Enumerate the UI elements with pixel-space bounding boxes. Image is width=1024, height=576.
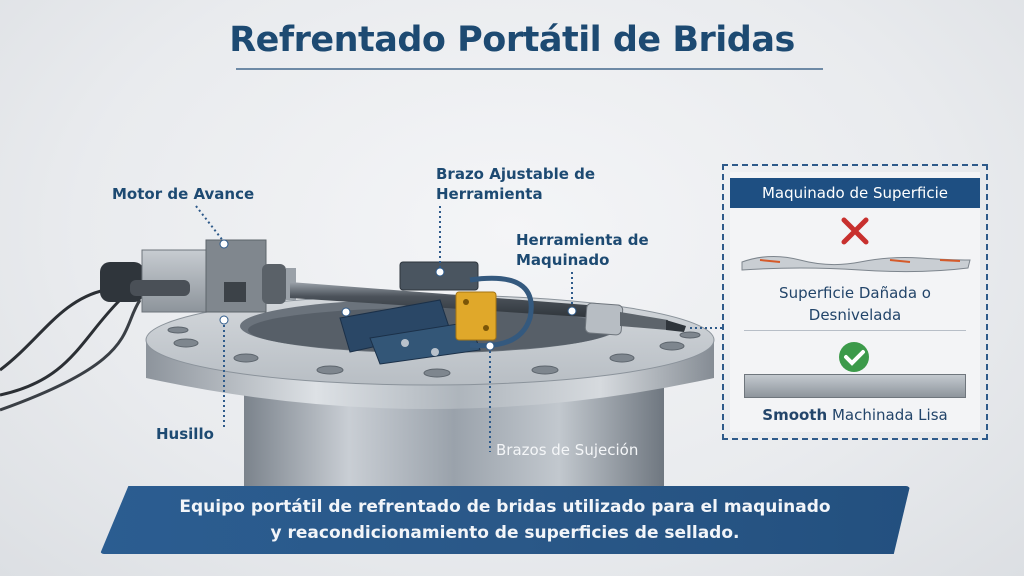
label-spindle: Husillo (156, 425, 214, 443)
power-cables-icon (0, 288, 142, 412)
leader-lines (195, 205, 724, 452)
x-mark-icon (841, 217, 869, 245)
check-circle-icon (839, 342, 869, 372)
label-adjustable-tool-arm: Brazo Ajustable de Herramienta (436, 164, 595, 204)
panel-header: Maquinado de Superficie (730, 178, 980, 208)
smooth-surface-icon (744, 374, 966, 398)
machining-tool-icon (455, 291, 497, 341)
label-machining-tool: Herramienta de Maquinado (516, 230, 649, 270)
panel-divider (744, 330, 966, 331)
surface-machining-panel: Maquinado de Superficie Superficie Dañad… (722, 164, 988, 440)
damaged-surface-icon (741, 256, 971, 273)
bad-surface-text: Superficie Dañada o Desnivelada (730, 282, 980, 326)
caption-line1: Equipo portátil de refrentado de bridas … (179, 497, 831, 517)
caption-line2: y reacondicionamiento de superficies de … (270, 523, 740, 543)
label-tool-line1: Herramienta de (516, 231, 649, 249)
bad-line1: Superficie Dañada o (779, 284, 931, 302)
good-rest: Machinada Lisa (827, 406, 948, 424)
title-underline (236, 68, 823, 70)
bad-line2: Desnivelada (808, 306, 902, 324)
label-clamp-arms: Brazos de Sujeción (496, 441, 639, 459)
label-feed-motor: Motor de Avance (112, 185, 255, 203)
label-arm-line2: Herramienta (436, 185, 543, 203)
label-arm-line1: Brazo Ajustable de (436, 165, 596, 183)
feed-motor-icon (100, 239, 296, 313)
good-surface-text: Smooth Machinada Lisa (730, 404, 980, 426)
page-title: Refrentado Portátil de Bridas (229, 20, 795, 60)
good-bold: Smooth (762, 406, 828, 424)
label-tool-line2: Maquinado (516, 251, 610, 269)
caption-banner: Equipo portátil de refrentado de bridas … (100, 486, 910, 554)
spindle-shaft-icon (290, 282, 686, 336)
